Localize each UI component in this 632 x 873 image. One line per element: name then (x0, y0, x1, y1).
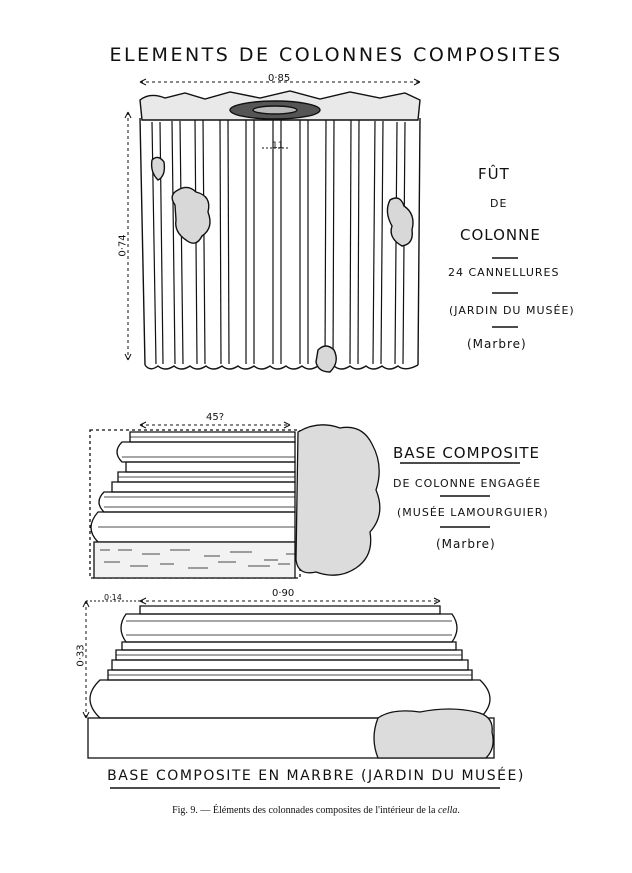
shaft-width-dimension: 0·85 (268, 73, 291, 84)
shaft-material-label: (Marbre) (467, 337, 527, 351)
engaged-base-material: (Marbre) (436, 537, 496, 551)
figure-caption-suffix: . (457, 805, 460, 816)
engaged-base-rules (400, 462, 520, 528)
engaged-base-location: (MUSÉE LAMOURGUIER) (397, 506, 549, 519)
figure-caption-prefix: Fig. 9. — Éléments des colonnades compos… (172, 805, 438, 816)
marble-base-height-dimension: 0·33 (75, 644, 87, 667)
page-title: ELEMENTS DE COLONNES COMPOSITES (109, 44, 563, 66)
figure-caption-italic: cella (437, 805, 458, 816)
shaft-label-line1: FÛT (478, 165, 510, 183)
shaft-label-line3: COLONNE (460, 226, 541, 244)
engaged-base-drawing (89, 424, 381, 579)
flute-width-dimension: 11 (272, 141, 284, 151)
shaft-label-line2: DE (490, 197, 508, 210)
shaft-height-dimension: 0·74 (117, 234, 129, 257)
engaged-base-dimension (139, 421, 291, 429)
column-shaft-drawing (139, 90, 421, 373)
marble-base-drawing (87, 605, 495, 759)
marble-base-width-dimension: 0·90 (272, 588, 295, 599)
marble-base-offset-dimension: 0·14 (104, 593, 122, 602)
engaged-base-subtitle: DE COLONNE ENGAGÉE (393, 477, 542, 490)
shaft-label-rules (492, 257, 518, 328)
shaft-location-label: (JARDIN DU MUSÉE) (449, 304, 575, 317)
shaft-flutes-label: 24 CANNELLURES (448, 266, 560, 279)
marble-base-dimensions (82, 597, 441, 719)
shaft-dimension-lines (124, 78, 421, 361)
engaged-base-width-dimension: 45? (206, 412, 225, 423)
marble-base-caption: BASE COMPOSITE EN MARBRE (JARDIN DU MUSÉ… (107, 768, 525, 784)
figure-caption: Fig. 9. — Éléments des colonnades compos… (0, 805, 632, 816)
engaged-base-title: BASE COMPOSITE (393, 444, 540, 462)
